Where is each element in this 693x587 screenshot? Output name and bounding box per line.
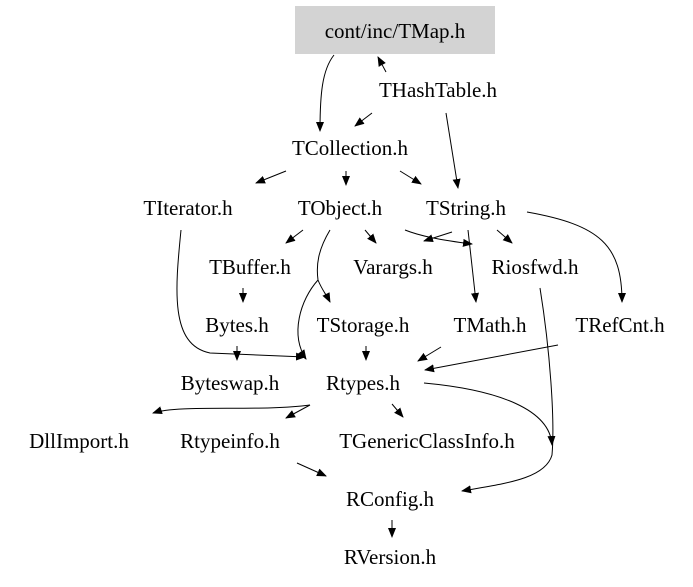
- node-riosfwd[interactable]: Riosfwd.h: [492, 255, 579, 279]
- edge-thashtable-to-tcollection: [354, 112, 373, 127]
- edge-tmap-to-tcollection: [316, 54, 335, 132]
- node-label: Riosfwd.h: [492, 255, 579, 279]
- edge-rtypes-to-rconfig: [423, 382, 556, 446]
- node-rversion[interactable]: RVersion.h: [344, 545, 437, 569]
- node-label: cont/inc/TMap.h: [325, 19, 466, 43]
- edge-arrow: [364, 229, 377, 244]
- edge-tstring-to-varargs: [423, 231, 453, 243]
- edge-arrow: [255, 170, 287, 184]
- node-label: TBuffer.h: [209, 255, 291, 279]
- edge-titerator-to-rtypes: [176, 229, 306, 361]
- edge-arrow: [496, 229, 513, 244]
- node-tmap[interactable]: cont/inc/TMap.h: [295, 6, 495, 54]
- edge-arrow: [285, 404, 311, 419]
- node-label: TIterator.h: [143, 196, 233, 220]
- node-label: TRefCnt.h: [575, 313, 665, 337]
- node-tbuffer[interactable]: TBuffer.h: [209, 255, 291, 279]
- edge-tstring-to-trefcnt: [526, 211, 626, 303]
- edge-arrow: [176, 229, 306, 361]
- edge-arrow: [423, 382, 556, 446]
- node-tobject[interactable]: TObject.h: [298, 196, 383, 220]
- root-node-box: [295, 6, 495, 54]
- node-label: DllImport.h: [29, 429, 129, 453]
- edge-tobject-to-riosfwd: [404, 229, 473, 247]
- edge-thashtable-to-tmap: [377, 56, 387, 73]
- edge-arrow: [354, 112, 373, 127]
- edge-rtypeinfo-to-rconfig: [296, 462, 327, 477]
- edge-arrow: [316, 54, 335, 132]
- edge-arrow: [297, 279, 319, 360]
- node-label: TCollection.h: [292, 136, 409, 160]
- edge-rtypes-to-rtypeinfo: [285, 404, 311, 419]
- edge-riosfwd-to-rconfig: [461, 287, 554, 494]
- edge-tstring-to-riosfwd: [496, 229, 513, 244]
- edge-arrow: [423, 231, 453, 243]
- edge-tmath-to-rtypes: [417, 346, 442, 362]
- node-label: RVersion.h: [344, 545, 437, 569]
- edge-arrow: [152, 404, 311, 414]
- node-bytes[interactable]: Bytes.h: [205, 313, 269, 337]
- node-label: Bytes.h: [205, 313, 269, 337]
- node-label: TString.h: [426, 196, 506, 220]
- node-tstring[interactable]: TString.h: [426, 196, 506, 220]
- node-label: RConfig.h: [346, 487, 435, 511]
- node-dllimport[interactable]: DllImport.h: [29, 429, 129, 453]
- edge-rtypes-to-tgenericclassinfo: [391, 403, 404, 418]
- node-label: TMath.h: [454, 313, 527, 337]
- edge-arrow: [377, 56, 387, 73]
- edge-thashtable-to-tstring: [445, 112, 461, 189]
- node-label: Varargs.h: [353, 255, 433, 279]
- node-byteswap[interactable]: Byteswap.h: [181, 371, 280, 395]
- edge-rtypes-to-dllimport: [152, 404, 311, 414]
- edge-arrow: [296, 462, 327, 477]
- node-tgenericclassinfo[interactable]: TGenericClassInfo.h: [339, 429, 515, 453]
- node-rtypes[interactable]: Rtypes.h: [326, 371, 401, 395]
- edge-arrow: [526, 211, 626, 303]
- node-label: Byteswap.h: [181, 371, 280, 395]
- node-thashtable[interactable]: THashTable.h: [379, 78, 498, 102]
- edge-tcollection-to-titerator: [255, 170, 287, 184]
- node-trefcnt[interactable]: TRefCnt.h: [575, 313, 665, 337]
- node-rconfig[interactable]: RConfig.h: [346, 487, 435, 511]
- edge-tstring-to-tmath: [467, 229, 479, 303]
- node-varargs[interactable]: Varargs.h: [353, 255, 433, 279]
- node-label: THashTable.h: [379, 78, 498, 102]
- edge-arrow: [399, 170, 422, 185]
- node-tstorage[interactable]: TStorage.h: [317, 313, 410, 337]
- node-rtypeinfo[interactable]: Rtypeinfo.h: [180, 429, 280, 453]
- edge-arrow: [467, 229, 479, 303]
- edge-arrow: [417, 346, 442, 362]
- edge-arrow: [316, 229, 331, 303]
- edge-tcollection-to-tstring: [399, 170, 422, 185]
- edge-arrow: [424, 344, 559, 373]
- edge-tobject-to-rtypes: [297, 279, 319, 360]
- edge-tobject-to-varargs: [364, 229, 377, 244]
- edge-tobject-to-tstorage: [316, 229, 331, 303]
- node-label: TGenericClassInfo.h: [339, 429, 515, 453]
- node-label: TStorage.h: [317, 313, 410, 337]
- edge-arrow: [461, 287, 554, 494]
- node-label: Rtypes.h: [326, 371, 401, 395]
- edge-arrow: [285, 229, 304, 244]
- edge-arrow: [391, 403, 404, 418]
- edge-arrow: [404, 229, 473, 247]
- edge-trefcnt-to-rtypes: [424, 344, 559, 373]
- node-tmath[interactable]: TMath.h: [454, 313, 527, 337]
- node-label: Rtypeinfo.h: [180, 429, 280, 453]
- node-titerator[interactable]: TIterator.h: [143, 196, 233, 220]
- edge-tobject-to-tbuffer: [285, 229, 304, 244]
- edge-arrow: [445, 112, 461, 189]
- node-label: TObject.h: [298, 196, 383, 220]
- node-tcollection[interactable]: TCollection.h: [292, 136, 409, 160]
